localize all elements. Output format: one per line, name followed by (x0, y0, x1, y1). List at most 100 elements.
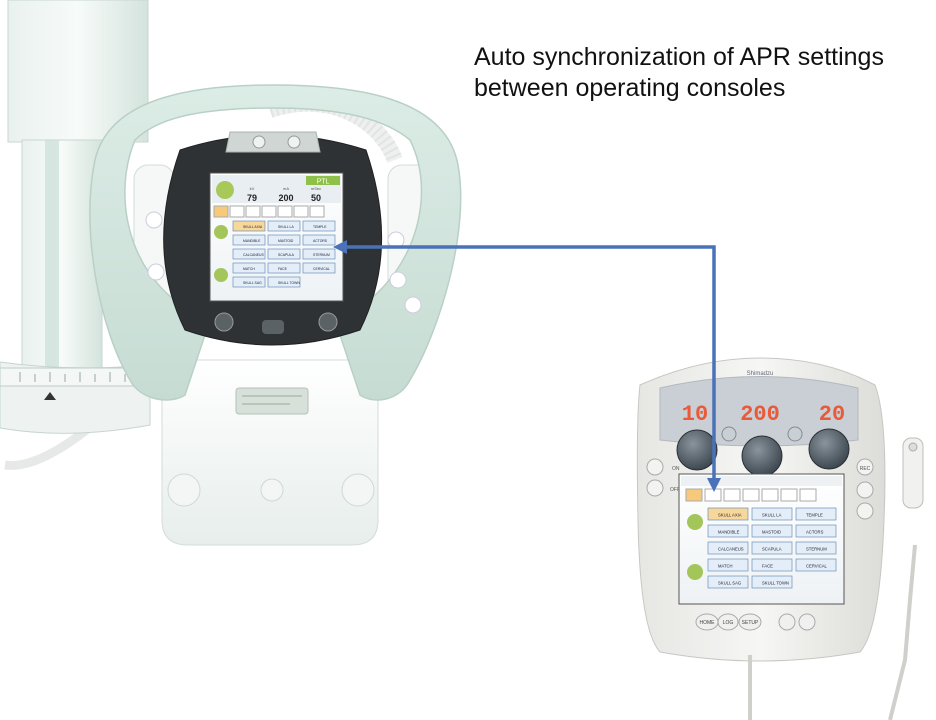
housing-button-top-1 (252, 135, 266, 149)
arrowhead-down (707, 478, 721, 492)
apr-button-label: MATCH (243, 267, 255, 271)
right-tab-row (685, 488, 817, 502)
apr-button: FACE (267, 262, 301, 274)
apr-button: MASTOID (751, 524, 793, 538)
apr-button-label: TEMPLE (806, 512, 823, 517)
apr-button-label: SKULL AXIA (243, 225, 263, 229)
svg-text:ON: ON (672, 466, 680, 472)
apr-button: MANDIBLE (707, 524, 749, 538)
right-apr-grid: SKULL AXIA SKULL LA TEMPLE MANDIBLE MASTOID A… (707, 507, 837, 589)
apr-button: CALCANEUS (232, 248, 266, 260)
apr-button-label: SKULL LA (762, 512, 782, 517)
apr-button: MATCH (707, 558, 749, 572)
svg-text:mSec: mSec (311, 186, 321, 191)
knob-right (808, 428, 850, 470)
apr-button-label: ACTORS (806, 529, 824, 534)
log-button (717, 613, 739, 631)
brand-text: Shimadzu (747, 371, 774, 377)
body-knob-left (167, 473, 201, 507)
down-button (856, 502, 874, 520)
left-kv-value: 79 (247, 193, 257, 203)
svg-text:SETUP: SETUP (742, 620, 759, 626)
left-green-btn-2 (214, 268, 228, 282)
side-button-r2 (389, 271, 407, 289)
knob-left (676, 429, 718, 471)
apr-button-label: CERVICAL (313, 267, 330, 271)
apr-button: CERVICAL (795, 558, 837, 572)
apr-button: SKULL SAG (707, 575, 749, 589)
apr-button: SKULL TOWN (751, 575, 793, 589)
apr-button: SKULL AXIA (232, 220, 266, 232)
apr-button: SKULL TOWN (267, 276, 301, 288)
apr-button: CERVICAL (302, 262, 336, 274)
apr-button-label: CALCANEUS (718, 546, 744, 551)
left-mode-badge (306, 176, 340, 185)
scale-pointer (44, 392, 56, 400)
left-mode-text: PTL (317, 179, 330, 186)
apr-button-label: ACTORS (313, 239, 328, 243)
apr-button: MATCH (232, 262, 266, 274)
apr-button: TEMPLE (302, 220, 336, 232)
sync-arrow (333, 240, 721, 492)
side-button-l2 (147, 263, 165, 281)
apr-button-label: SKULL AXIA (718, 512, 742, 517)
left-apr-grid: SKULL AXIA SKULL LA TEMPLE MANDIBLE MASTOID A… (232, 220, 336, 288)
housing-button-bl (214, 312, 234, 332)
apr-button-label: MASTOID (762, 529, 781, 534)
apr-button-label: CERVICAL (806, 563, 828, 568)
display-left: 10 (682, 402, 708, 427)
knob-mid (741, 435, 783, 477)
apr-button-label: STERNUM (806, 546, 827, 551)
apr-button: STERNUM (795, 541, 837, 555)
apr-button-label: FACE (762, 563, 773, 568)
apr-button-label: TEMPLE (313, 225, 327, 229)
left-green-btn-1 (214, 225, 228, 239)
body-lcd (235, 387, 309, 415)
handswitch-cable (748, 544, 917, 720)
housing-button-br (318, 312, 338, 332)
left-ms-value: 50 (311, 193, 321, 203)
right-touch-screen: SKULL AXIA SKULL LA TEMPLE MANDIBLE MASTOID A… (678, 473, 845, 605)
apr-button: CALCANEUS (707, 541, 749, 555)
housing-button-top-2 (287, 135, 301, 149)
handswitch (902, 437, 924, 509)
scale-ticks (19, 372, 126, 382)
left-tab-row (213, 205, 325, 218)
apr-button: SKULL SAG (232, 276, 266, 288)
svg-text:HOME: HOME (700, 620, 716, 626)
apr-button-label: SKULL SAG (718, 580, 741, 585)
apr-button: SKULL LA (267, 220, 301, 232)
display-mid: 200 (740, 402, 780, 427)
apr-button: SCAPULA (751, 541, 793, 555)
apr-button: MASTOID (267, 234, 301, 246)
apr-button: STERNUM (302, 248, 336, 260)
on-button (646, 458, 664, 476)
apr-button-label: SKULL LA (278, 225, 294, 229)
left-ma-value: 200 (278, 193, 293, 203)
left-status-icon (216, 181, 234, 199)
apr-button-label: MANDIBLE (243, 239, 261, 243)
apr-button: MANDIBLE (232, 234, 266, 246)
rec-button (856, 458, 874, 476)
svg-text:mA: mA (283, 186, 289, 191)
right-green-btn-2 (687, 564, 703, 580)
apr-button-label: SKULL SAG (243, 281, 262, 285)
apr-button-label: MANDIBLE (718, 529, 740, 534)
caption: Auto synchronization of APR settings bet… (474, 42, 884, 104)
setup-button (738, 613, 762, 631)
lamp-button (798, 613, 816, 631)
side-button-l1 (145, 211, 163, 229)
apr-button-label: SCAPULA (278, 253, 295, 257)
apr-button: ACTORS (795, 524, 837, 538)
housing-button-bc (262, 320, 284, 334)
apr-button: TEMPLE (795, 507, 837, 521)
caption-line-1: Auto synchronization of APR settings (474, 43, 884, 71)
apr-button-label: CALCANEUS (243, 253, 264, 257)
apr-button: SCAPULA (267, 248, 301, 260)
apr-button-label: MATCH (718, 563, 733, 568)
power-button (778, 613, 796, 631)
svg-text:LOG: LOG (723, 620, 734, 626)
column-lower (21, 139, 103, 371)
off-button (646, 479, 664, 497)
